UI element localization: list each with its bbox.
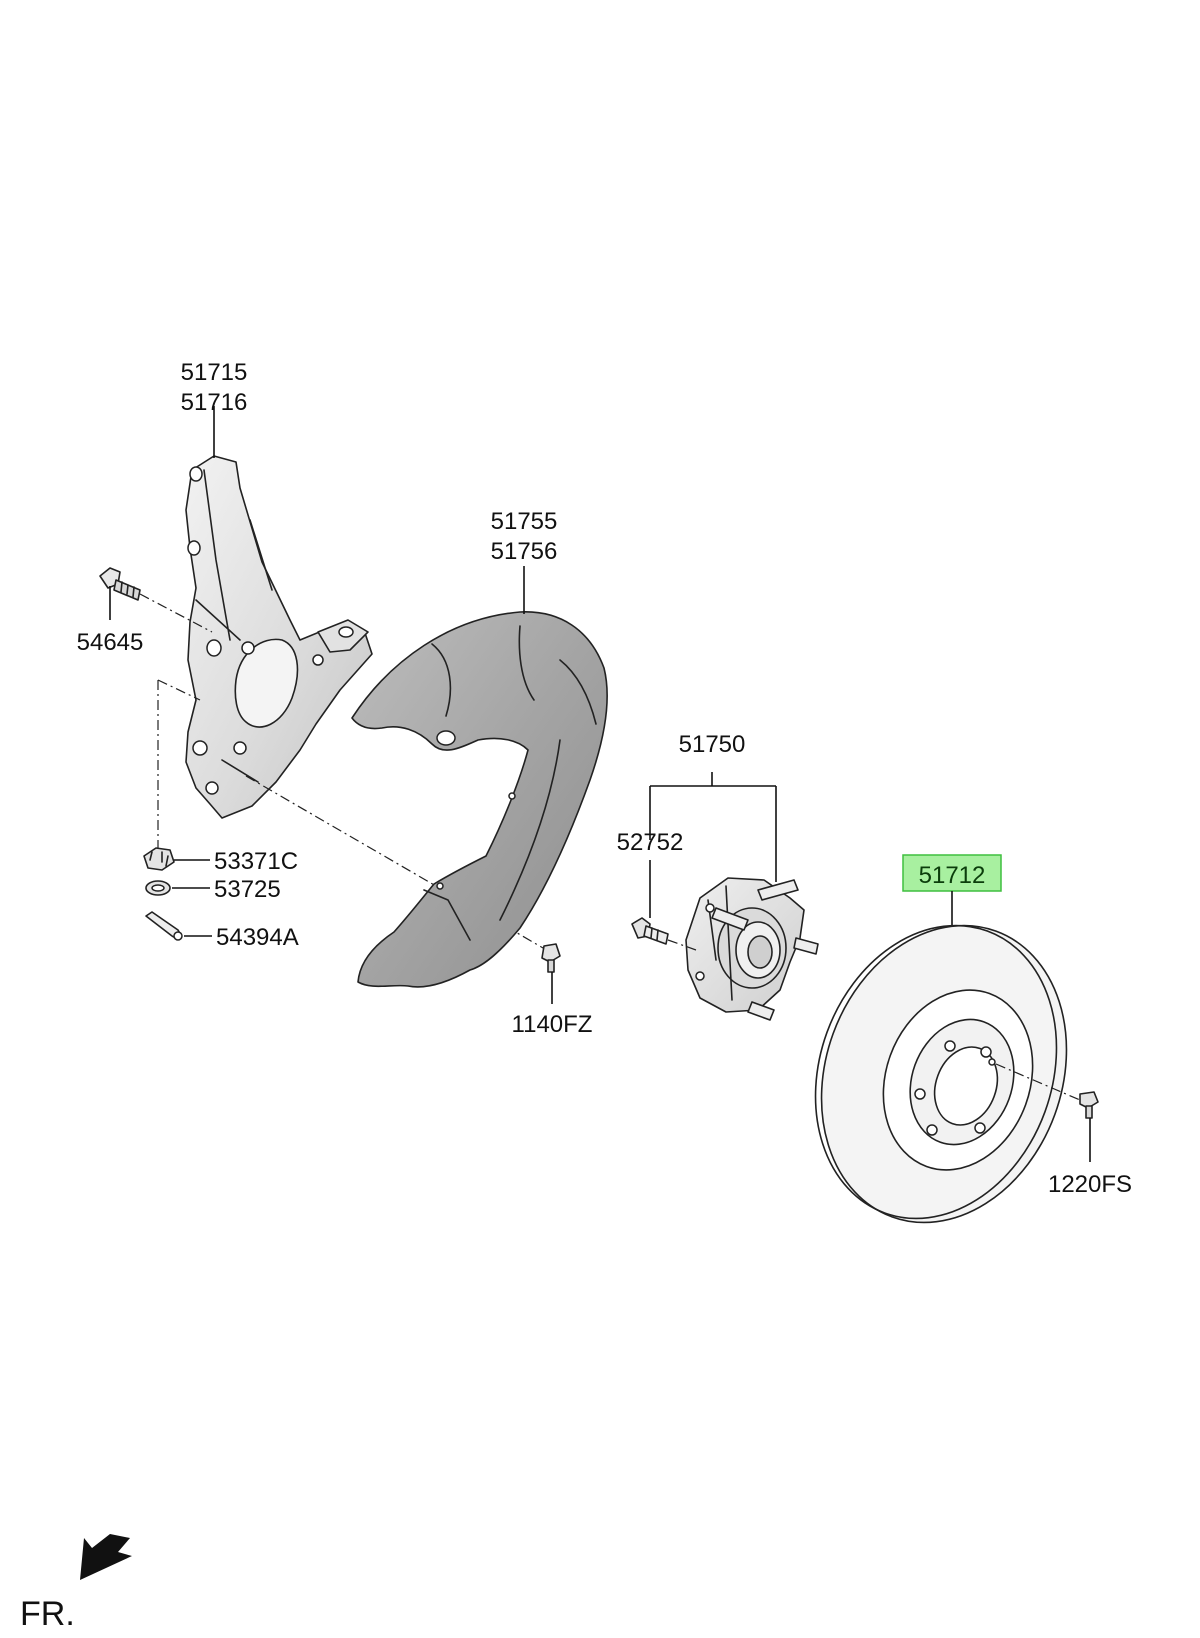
label-disc-screw: 1220FS [1048,1171,1132,1198]
label-hub-bolt: 52752 [617,829,684,856]
dust-cover[interactable] [351,611,608,988]
cotter-pin[interactable] [145,911,183,941]
hub-assembly[interactable] [685,877,819,1021]
label-brake-disc[interactable]: 51712 [919,862,986,889]
hub-bolt[interactable] [631,917,669,945]
brake-disc[interactable] [776,891,1107,1257]
label-dust-cover-b: 51756 [491,538,558,565]
label-castle-nut: 53371C [214,848,298,875]
knuckle-bolt[interactable] [99,567,141,601]
steering-knuckle[interactable] [185,455,373,819]
label-knuckle-bolt: 54645 [77,629,144,656]
cover-screw[interactable] [541,943,561,973]
castle-nut[interactable] [143,847,175,871]
label-cotter-pin: 54394A [216,924,299,951]
label-hub-assembly: 51750 [679,731,746,758]
front-direction-arrow-icon [80,1534,132,1580]
washer[interactable] [145,880,171,896]
orientation-label: FR. [20,1595,75,1633]
label-knuckle-a: 51715 [181,359,248,386]
label-dust-cover-a: 51755 [491,508,558,535]
label-knuckle-b: 51716 [181,389,248,416]
label-cover-screw: 1140FZ [512,1011,593,1038]
label-washer: 53725 [214,876,281,903]
disc-screw[interactable] [1079,1091,1099,1119]
